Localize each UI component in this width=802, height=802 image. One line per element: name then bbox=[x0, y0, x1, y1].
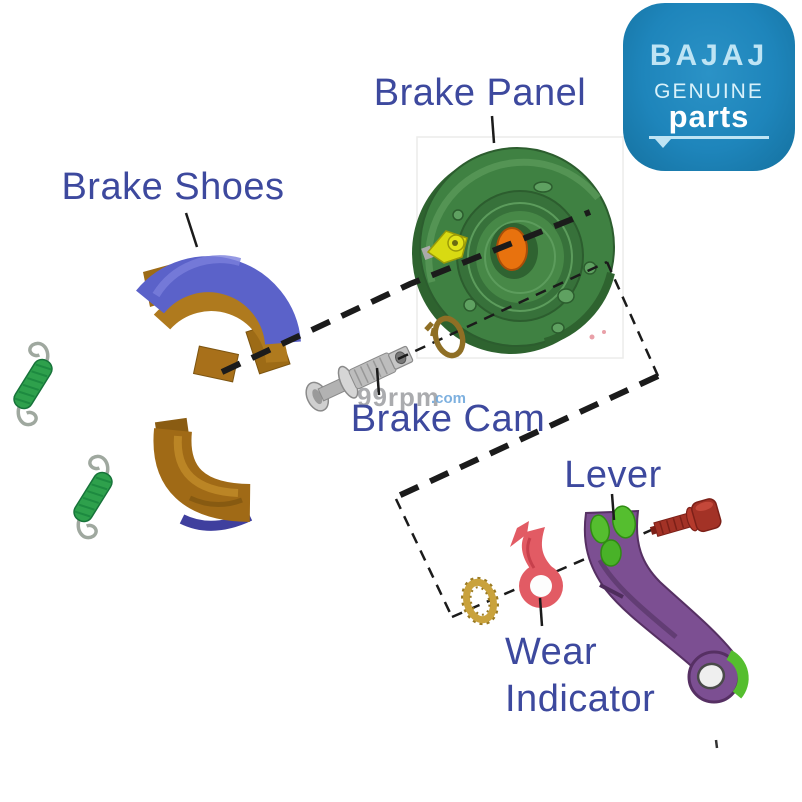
panel-adjuster bbox=[421, 230, 468, 264]
return-spring-1 bbox=[13, 341, 53, 427]
star-washer bbox=[461, 576, 499, 626]
lever-pad bbox=[611, 505, 637, 539]
bolt-threads bbox=[659, 516, 685, 534]
divider-lines bbox=[220, 209, 660, 619]
axis-line-upper bbox=[397, 260, 608, 361]
bajaj-logo-genuine: GENUINE bbox=[654, 80, 764, 103]
bajaj-logo-underline bbox=[649, 136, 769, 148]
brake-panel bbox=[412, 147, 615, 354]
pointer-brake-panel bbox=[490, 115, 496, 144]
watermark-text: 99rpm bbox=[357, 382, 440, 412]
spring-coil bbox=[73, 471, 113, 523]
spring-hook bbox=[76, 517, 98, 540]
brake-shoe-front bbox=[136, 255, 301, 383]
spring-coil-ridges bbox=[14, 363, 52, 405]
label-brake-shoes: Brake Shoes bbox=[61, 166, 284, 208]
down-arrow-icon bbox=[655, 139, 671, 148]
spring-coil bbox=[13, 358, 53, 410]
lever-eyelet-hole bbox=[696, 662, 726, 690]
spring-hook bbox=[88, 454, 110, 477]
washer-serration-outer bbox=[461, 576, 499, 626]
indicator-tab bbox=[510, 521, 529, 547]
spring-hook bbox=[28, 341, 50, 364]
spring-hook bbox=[16, 404, 38, 427]
watermark-suffix: .com bbox=[431, 390, 466, 407]
brake-lever bbox=[583, 505, 749, 704]
spring-coil-ridges bbox=[74, 476, 112, 518]
pointer-lever bbox=[610, 493, 616, 521]
lever-shading bbox=[597, 558, 678, 639]
thick-dashed-line-lower bbox=[392, 373, 660, 501]
clip-ring bbox=[432, 315, 466, 359]
lever-pad-lower bbox=[600, 539, 622, 567]
shoe-lining bbox=[136, 256, 301, 346]
lever-crease bbox=[599, 583, 624, 599]
label-brake-cam: Brake Cam bbox=[351, 398, 546, 440]
shoe-foot bbox=[192, 345, 240, 383]
washer-ring bbox=[463, 578, 497, 624]
pointer-brake-cam bbox=[375, 367, 381, 396]
bajaj-logo-brand: BAJAJ bbox=[649, 39, 769, 72]
bajaj-logo-parts: parts bbox=[668, 99, 750, 134]
axis-bend-right bbox=[605, 261, 660, 377]
thick-dashed-line-upper bbox=[220, 209, 592, 375]
retaining-clip bbox=[424, 315, 466, 359]
indicator-shading bbox=[526, 537, 536, 569]
shoe-shading bbox=[188, 495, 243, 507]
adjuster-hole bbox=[452, 240, 458, 246]
pointer-lines bbox=[184, 115, 616, 627]
bajaj-logo: BAJAJ GENUINE parts bbox=[623, 3, 795, 171]
shoe-highlight bbox=[152, 255, 242, 298]
lever-pad bbox=[589, 514, 611, 544]
label-wear-indicator-line2: Indicator bbox=[505, 678, 655, 720]
pointer-wear-indicator bbox=[538, 597, 544, 627]
panel-ridge bbox=[467, 202, 573, 312]
shoe-highlight bbox=[173, 435, 239, 497]
clip-tab bbox=[430, 327, 437, 337]
lever-eyelet-bush bbox=[726, 650, 749, 699]
label-wear-indicator-line1: Wear bbox=[505, 631, 597, 673]
bolt-head-highlight bbox=[695, 501, 713, 511]
panel-ridge bbox=[484, 220, 556, 294]
panel-speck bbox=[589, 334, 595, 340]
return-spring-2 bbox=[73, 454, 113, 540]
panel-rim-highlight bbox=[425, 158, 601, 283]
panel-speck bbox=[602, 330, 606, 334]
brake-shoe-rear bbox=[153, 417, 253, 531]
label-lever: Lever bbox=[564, 454, 662, 496]
clip-tab bbox=[424, 321, 434, 332]
label-brake-panel: Brake Panel bbox=[374, 72, 587, 114]
brake-cam bbox=[305, 345, 414, 412]
indicator-hole bbox=[530, 575, 552, 597]
stray-mark bbox=[714, 739, 719, 749]
axis-bend-left bbox=[394, 498, 454, 618]
panel-bosses bbox=[452, 181, 597, 334]
pointer-brake-shoes bbox=[184, 212, 199, 248]
lever-bolt bbox=[649, 498, 722, 537]
wear-indicator bbox=[510, 521, 563, 608]
washer-serration-inner bbox=[469, 586, 491, 616]
panel-bottom-edge bbox=[543, 272, 615, 346]
